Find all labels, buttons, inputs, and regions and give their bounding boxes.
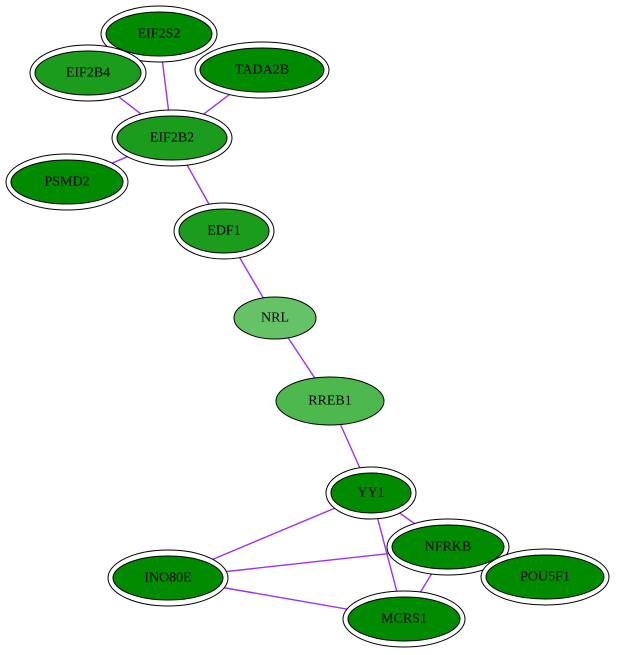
node-shape [391,524,505,570]
node-mcrs1[interactable]: MCRS1 [342,590,466,648]
node-eif2b4[interactable]: EIF2B4 [29,44,147,102]
node-label: INO80E [144,571,191,586]
node-label: MCRS1 [381,612,427,627]
node-shape [233,296,317,340]
node-nrl[interactable]: NRL [233,296,317,340]
node-edf1[interactable]: EDF1 [173,202,275,260]
node-shape [10,159,124,205]
node-ino80e[interactable]: INO80E [107,549,229,607]
node-label: YY1 [357,486,384,501]
node-shape [347,596,461,642]
node-eif2b2[interactable]: EIF2B2 [111,109,233,167]
node-label: EIF2B2 [150,131,194,146]
node-pou5f1[interactable]: POU5F1 [480,548,610,606]
node-label: NFRKB [425,540,472,555]
node-shape [485,554,605,600]
node-label: TADA2B [235,63,289,78]
node-label: EIF2S2 [138,27,181,42]
node-rreb1[interactable]: RREB1 [275,376,385,426]
node-shape [105,11,213,57]
node-shape [116,115,228,161]
node-shape [34,50,142,96]
node-shape [112,555,224,601]
node-yy1[interactable]: YY1 [325,466,417,520]
node-label: PSMD2 [44,175,89,190]
node-tada2b[interactable]: TADA2B [194,41,330,99]
node-label: POU5F1 [520,570,570,585]
node-eif2s2[interactable]: EIF2S2 [100,5,218,63]
node-shape [178,208,270,254]
node-label: EIF2B4 [66,66,110,81]
node-nfrkb[interactable]: NFRKB [386,518,510,576]
node-shape [199,47,325,93]
node-psmd2[interactable]: PSMD2 [5,153,129,211]
node-label: NRL [261,311,289,326]
node-shape [330,472,412,514]
node-label: EDF1 [207,224,240,239]
node-shape [275,376,385,426]
node-label: RREB1 [308,394,352,409]
